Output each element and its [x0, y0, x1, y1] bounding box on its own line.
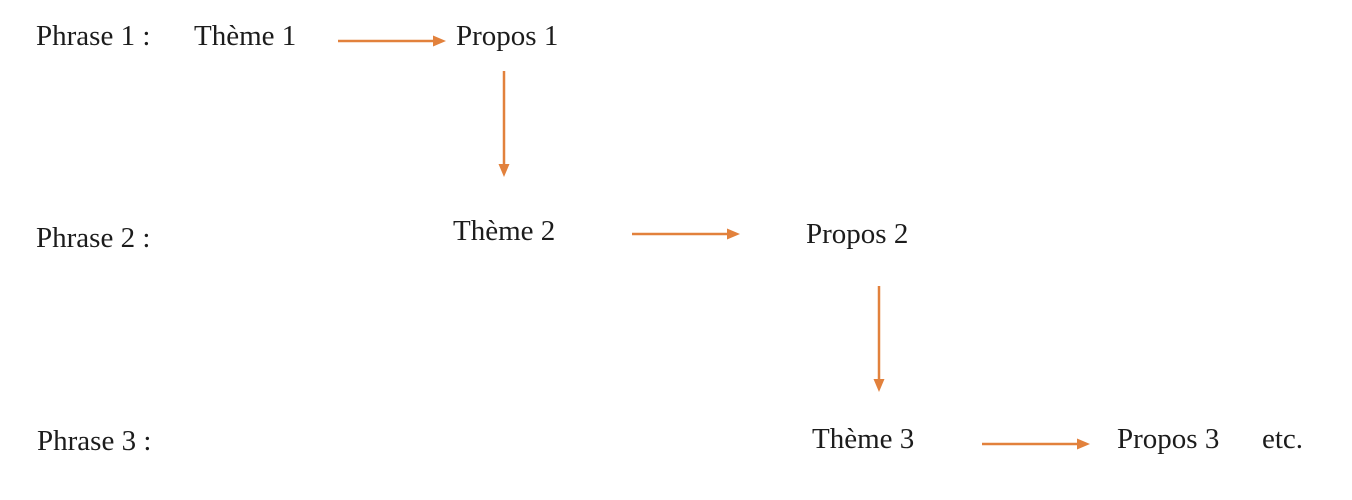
arrow-head [433, 35, 446, 47]
arrow-down-icon [873, 286, 885, 392]
etc-label: etc. [1262, 423, 1304, 455]
arrow-down-icon [498, 71, 510, 177]
phrase-3-label: Phrase 3 : [37, 425, 152, 457]
arrow-head [1077, 438, 1090, 450]
phrase-1-label: Phrase 1 : [36, 20, 151, 52]
propos-1-label: Propos 1 [456, 20, 559, 52]
arrow-head [498, 164, 510, 177]
theme-2-label: Thème 2 [453, 215, 556, 247]
theme-3-label: Thème 3 [812, 423, 915, 455]
arrow-right-icon [632, 228, 740, 240]
arrow-head [727, 228, 740, 240]
theme-1-label: Thème 1 [194, 20, 297, 52]
arrow-head [873, 379, 885, 392]
propos-2-label: Propos 2 [806, 218, 909, 250]
phrase-2-label: Phrase 2 : [36, 222, 151, 254]
propos-3-label: Propos 3 [1117, 423, 1220, 455]
arrow-right-icon [982, 438, 1090, 450]
arrow-right-icon [338, 35, 446, 47]
